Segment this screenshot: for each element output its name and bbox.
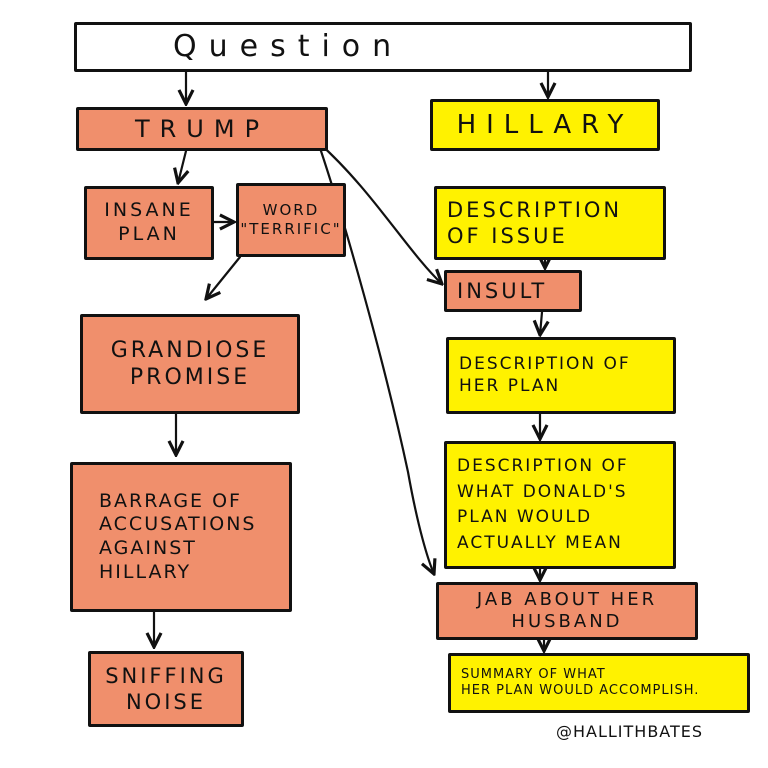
edge-terrific-to-grandiose bbox=[206, 255, 242, 299]
grandiose-promise-box: GRANDIOSE PROMISE bbox=[80, 314, 300, 414]
edge-trump-to-insane-plan bbox=[178, 149, 186, 183]
question-box: Question bbox=[74, 22, 692, 72]
terrific-word-box: WORD "TERRIFIC" bbox=[236, 183, 346, 257]
artist-credit: @HALLITHBATES bbox=[556, 722, 704, 741]
summary-box: SUMMARY OF WHAT HER PLAN WOULD ACCOMPLIS… bbox=[448, 653, 750, 713]
description-of-her-plan-box: DESCRIPTION OF HER PLAN bbox=[446, 337, 676, 414]
hillary-box: HILLARY bbox=[430, 99, 660, 151]
sniffing-noise-box: SNIFFING NOISE bbox=[88, 651, 244, 727]
accusations-barrage-box: BARRAGE OF ACCUSATIONS AGAINST HILLARY bbox=[70, 462, 292, 612]
insane-plan-box: INSANE PLAN bbox=[84, 186, 214, 260]
jab-about-husband-box: JAB ABOUT HER HUSBAND bbox=[436, 582, 698, 640]
insult-box: INSULT bbox=[444, 270, 582, 312]
edge-insult-to-desc-plan bbox=[540, 310, 542, 335]
description-of-issue-box: DESCRIPTION OF ISSUE bbox=[434, 186, 666, 260]
description-of-donald-plan-box: DESCRIPTION OF WHAT DONALD'S PLAN WOULD … bbox=[444, 441, 676, 569]
trump-box: TRUMP bbox=[76, 107, 328, 151]
